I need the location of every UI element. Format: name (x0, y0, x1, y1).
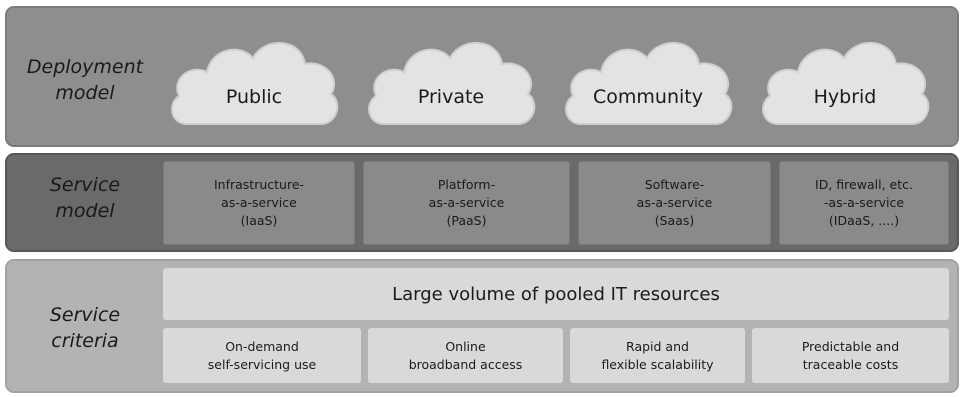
cloud-icon (762, 42, 930, 125)
cloud-icon (565, 42, 733, 125)
criteria-box-on-demand: On-demand self-servicing use (163, 328, 361, 383)
service-box-idaas: ID, firewall, etc. -as-a-service (IDaaS,… (779, 161, 949, 245)
criteria-box-broadband: Online broadband access (368, 328, 563, 383)
service-box-iaas: Infrastructure- as-a-service (IaaS) (163, 161, 355, 245)
service-box-saas: Software- as-a-service (Saas) (578, 161, 771, 245)
cloud-community: Community (559, 20, 737, 140)
cloud-label-private: Private (417, 86, 485, 108)
cloud-icon (368, 42, 536, 125)
cloud-hybrid: Hybrid (756, 20, 934, 140)
cloud-label-hybrid: Hybrid (813, 86, 877, 108)
service-model-label: Service model (49, 174, 121, 222)
pooled-resources-bar: Large volume of pooled IT resources (163, 268, 949, 320)
criteria-box-costs: Predictable and traceable costs (752, 328, 949, 383)
service-box-paas: Platform- as-a-service (PaaS) (363, 161, 570, 245)
cloud-label-community: Community (593, 86, 703, 108)
service-criteria-label: Service criteria (49, 304, 121, 352)
cloud-private: Private (362, 20, 540, 140)
cloud-icon (171, 42, 339, 125)
deployment-model-label: Deployment model (26, 56, 144, 104)
cloud-public: Public (165, 20, 343, 140)
criteria-box-scalability: Rapid and flexible scalability (570, 328, 745, 383)
cloud-label-public: Public (225, 86, 283, 108)
